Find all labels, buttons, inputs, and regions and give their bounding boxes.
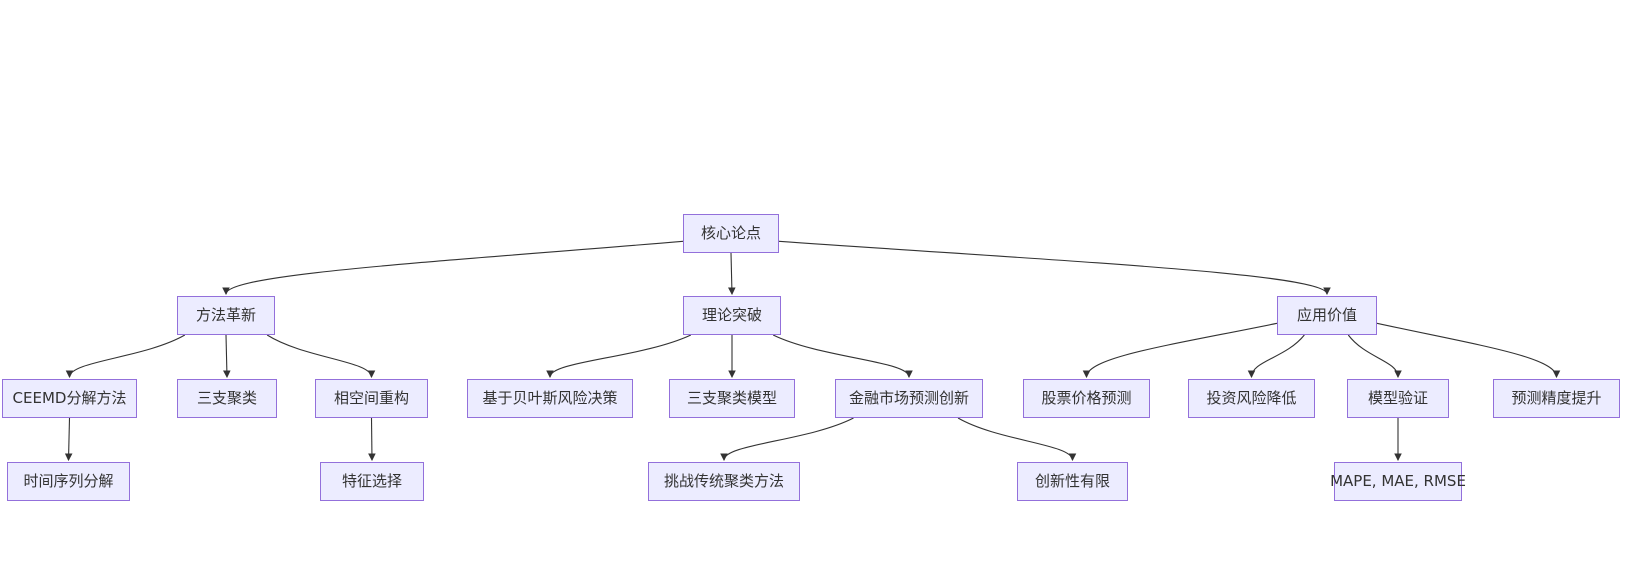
diagram-edge-method-to-three-way xyxy=(222,334,231,379)
diagram-edge-application-to-accuracy xyxy=(1376,322,1561,379)
diagram-edge-ceemd-to-ts-decomp xyxy=(64,417,73,462)
diagram-node-ts-decomp: 时间序列分解 xyxy=(7,462,130,501)
diagram-node-method: 方法革新 xyxy=(177,296,275,335)
diagram-node-stock: 股票价格预测 xyxy=(1023,379,1150,418)
diagram-node-limited: 创新性有限 xyxy=(1017,462,1128,501)
diagram-node-risk: 投资风险降低 xyxy=(1188,379,1315,418)
diagram-edge-theory-to-fin-innov xyxy=(772,334,913,379)
diagram-node-challenge: 挑战传统聚类方法 xyxy=(648,462,800,501)
diagram-node-fin-innov: 金融市场预测创新 xyxy=(835,379,983,418)
diagram-node-accuracy: 预测精度提升 xyxy=(1493,379,1620,418)
diagram-node-phase: 相空间重构 xyxy=(315,379,428,418)
diagram-edge-application-to-stock xyxy=(1082,322,1278,379)
diagram-edge-root-to-application xyxy=(778,240,1331,296)
diagram-node-root: 核心论点 xyxy=(683,214,779,253)
diagram-node-metrics: MAPE, MAE, RMSE xyxy=(1330,462,1466,501)
diagram-edge-application-to-risk xyxy=(1247,334,1305,379)
diagram-node-ceemd: CEEMD分解方法 xyxy=(2,379,137,418)
diagram-edge-theory-to-bayes xyxy=(546,334,692,379)
diagram-edge-root-to-method xyxy=(222,240,684,296)
diagram-edge-method-to-phase xyxy=(266,334,376,379)
diagram-edge-application-to-validation xyxy=(1347,334,1402,379)
diagram-edge-fin-innov-to-limited xyxy=(957,417,1077,462)
diagram-edge-fin-innov-to-challenge xyxy=(720,417,854,462)
diagram-node-three-way: 三支聚类 xyxy=(177,379,277,418)
diagram-node-twc-model: 三支聚类模型 xyxy=(669,379,795,418)
diagram-node-application: 应用价值 xyxy=(1277,296,1377,335)
diagram-edge-phase-to-feature xyxy=(368,417,376,462)
diagram-node-bayes: 基于贝叶斯风险决策 xyxy=(467,379,633,418)
diagram-edge-root-to-theory xyxy=(727,252,736,296)
diagram-node-validation: 模型验证 xyxy=(1347,379,1449,418)
diagram-node-theory: 理论突破 xyxy=(683,296,781,335)
diagram-edge-method-to-ceemd xyxy=(65,334,186,379)
diagram-node-feature: 特征选择 xyxy=(320,462,424,501)
